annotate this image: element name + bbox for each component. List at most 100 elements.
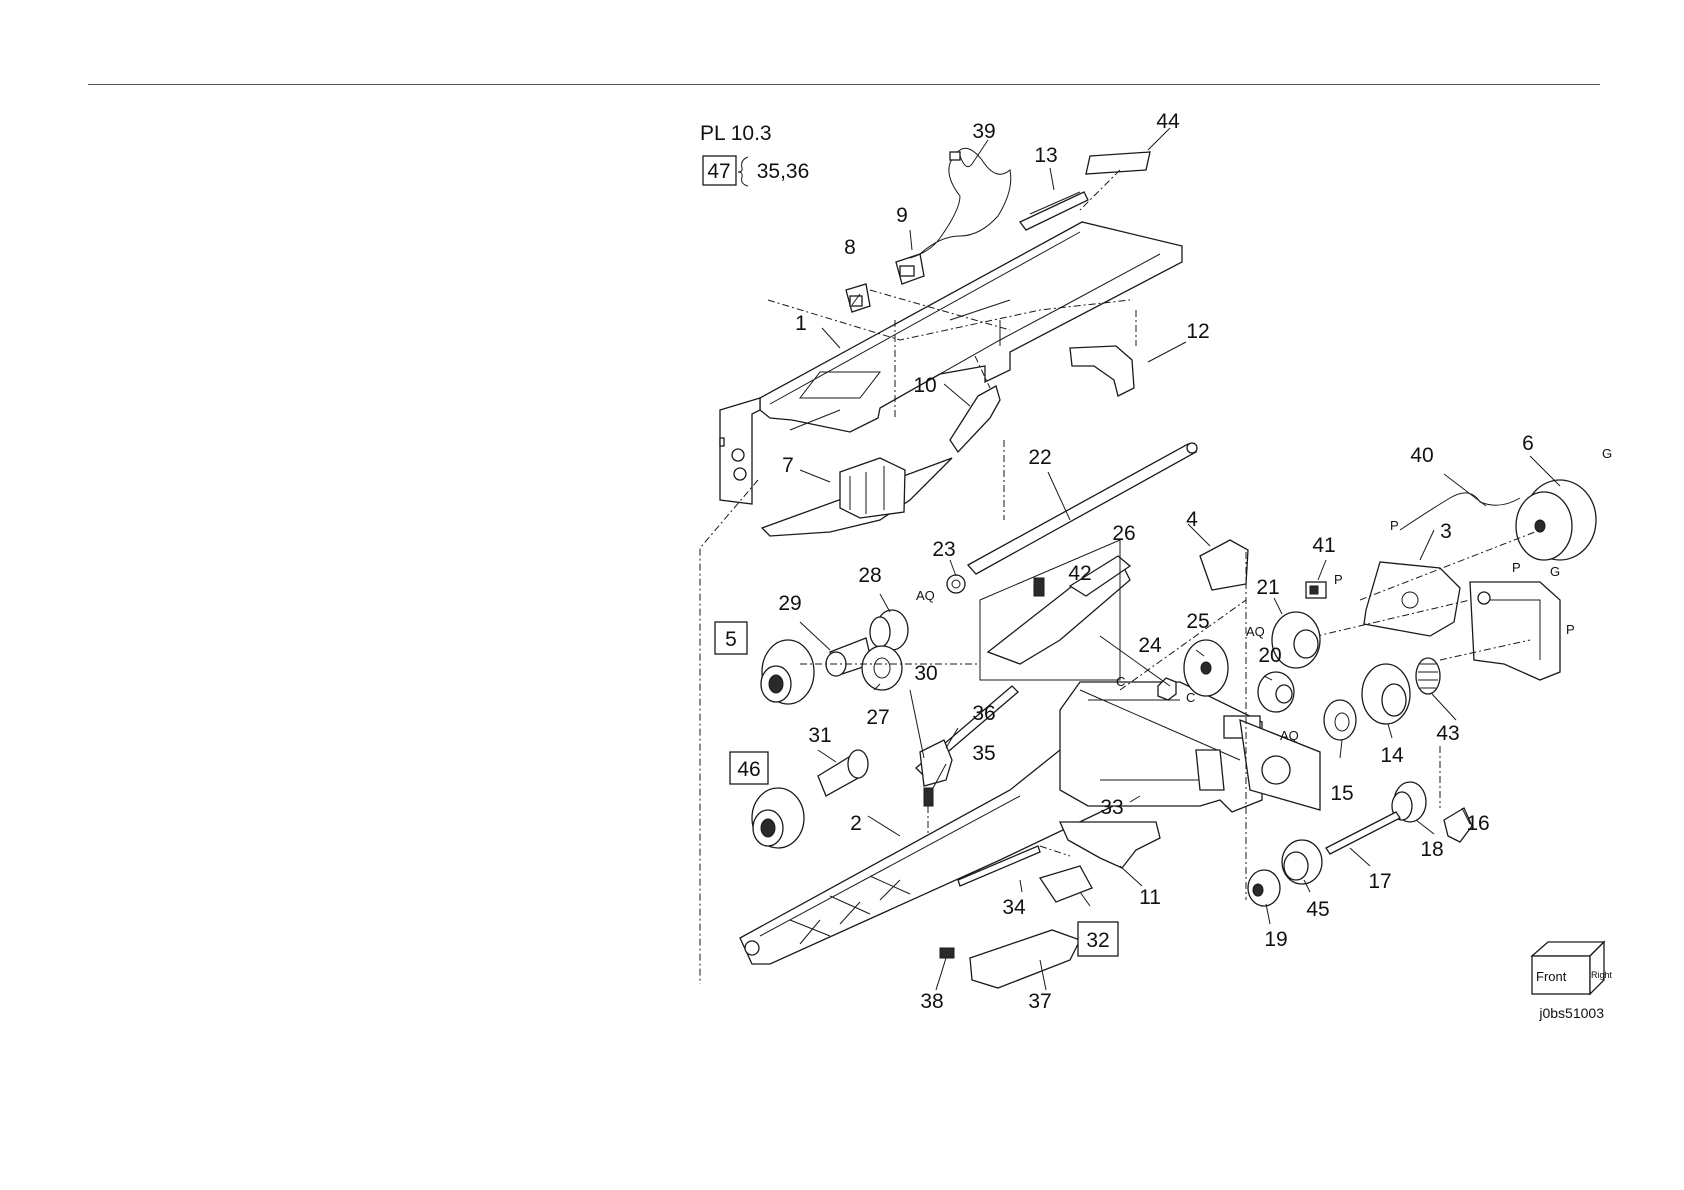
callout-21: 21 — [1256, 576, 1279, 599]
ref-aq-1: AQ — [916, 588, 935, 603]
callout-35: 35 — [972, 742, 995, 765]
part-37-stopper — [970, 930, 1080, 988]
callout-27: 27 — [866, 706, 889, 729]
callout-34: 34 — [1002, 896, 1026, 919]
callout-28: 28 — [858, 564, 881, 587]
callout-19: 19 — [1264, 928, 1287, 951]
part-31-roller — [818, 750, 868, 796]
part-25-pulley — [1184, 640, 1228, 696]
part-41-bearing — [1306, 582, 1326, 598]
part-40-harness — [1400, 493, 1520, 530]
callout-20: 20 — [1258, 644, 1281, 667]
callout-40: 40 — [1410, 444, 1433, 467]
callout-2: 2 — [850, 812, 862, 835]
callout-38: 38 — [920, 990, 943, 1013]
callout-36: 36 — [972, 702, 995, 725]
callout-46: 46 — [737, 758, 760, 781]
ref-p-2: P — [1334, 572, 1343, 587]
part-39-harness — [910, 148, 1011, 258]
callout-32: 32 — [1086, 929, 1109, 952]
callout-8: 8 — [844, 236, 856, 259]
callout-12: 12 — [1186, 320, 1209, 343]
part-6-motor — [1516, 480, 1596, 560]
part-19-roller — [1248, 870, 1280, 906]
callout-15: 15 — [1330, 782, 1353, 805]
callout-26: 26 — [1112, 522, 1135, 545]
callout-29: 29 — [778, 592, 801, 615]
motor-bracket — [1470, 582, 1560, 680]
part-22-shaft — [968, 443, 1197, 574]
part-11-bracket — [1060, 822, 1160, 868]
ref-aq-2: AQ — [1246, 624, 1265, 639]
callout-14: 14 — [1380, 744, 1404, 767]
ref-p-3: P — [1512, 560, 1521, 575]
part-35-spring — [924, 788, 933, 806]
part-39-connector — [950, 152, 960, 160]
callout-33: 33 — [1100, 796, 1123, 819]
part-44-label — [1086, 152, 1150, 174]
callout-13: 13 — [1034, 144, 1057, 167]
part-4-bracket — [1200, 540, 1248, 590]
callout-45: 45 — [1306, 898, 1329, 921]
callout-25: 25 — [1186, 610, 1209, 633]
kit-contents: 35,36 — [757, 160, 810, 183]
part-26-holder — [980, 540, 1130, 680]
ref-c-2: C — [1186, 690, 1195, 705]
part-23-bushing — [947, 575, 965, 593]
figure-id: j0bs51003 — [1538, 1005, 1604, 1021]
part-45-roller — [1282, 840, 1322, 884]
callout-44: 44 — [1156, 110, 1180, 133]
part-43-gear — [1416, 658, 1440, 694]
callout-10: 10 — [913, 374, 936, 397]
callout-3: 3 — [1440, 520, 1452, 543]
orientation-front: Front — [1536, 969, 1567, 984]
callout-30: 30 — [914, 662, 937, 685]
part-17-shaft — [1326, 812, 1400, 854]
ref-p-1: P — [1390, 518, 1399, 533]
part-8-sensor — [846, 284, 870, 312]
part-15-clutch — [1324, 700, 1356, 740]
callout-17: 17 — [1368, 870, 1391, 893]
part-3-bracket — [1364, 562, 1460, 636]
callout-37: 37 — [1028, 990, 1051, 1013]
part-12-bracket — [1070, 346, 1134, 396]
plate-label: PL 10.3 — [700, 122, 772, 145]
ref-aq-3: AQ — [1280, 728, 1299, 743]
ref-g-1: G — [1602, 446, 1612, 461]
part-5-roller — [761, 640, 814, 704]
orientation-cube: Front Right — [1532, 942, 1613, 994]
callout-42: 42 — [1068, 562, 1091, 585]
ref-g-2: G — [1550, 564, 1560, 579]
callout-24: 24 — [1138, 634, 1162, 657]
callout-18: 18 — [1420, 838, 1443, 861]
part-46-roller — [752, 788, 804, 848]
callout-1: 1 — [795, 312, 807, 335]
part-38-spring — [940, 948, 954, 958]
part-27-roller — [862, 646, 902, 690]
part-42-spring — [1034, 578, 1044, 596]
callout-23: 23 — [932, 538, 955, 561]
part-24-bushing — [1158, 678, 1176, 700]
kit-brace — [738, 157, 748, 186]
part-14-gear — [1362, 664, 1410, 724]
callout-7: 7 — [782, 454, 794, 477]
callout-16: 16 — [1466, 812, 1489, 835]
ref-c-1: C — [1116, 674, 1125, 689]
part-9-sensor — [896, 254, 924, 284]
part-28-roller — [870, 610, 908, 650]
callout-4: 4 — [1186, 508, 1198, 531]
callout-39: 39 — [972, 120, 995, 143]
callout-11: 11 — [1139, 886, 1161, 909]
part-20-gear — [1258, 672, 1294, 712]
callout-9: 9 — [896, 204, 908, 227]
callout-22: 22 — [1028, 446, 1051, 469]
callout-43: 43 — [1436, 722, 1459, 745]
callout-41: 41 — [1312, 534, 1335, 557]
callout-31: 31 — [808, 724, 831, 747]
part-32-cover — [1040, 866, 1092, 902]
callout-5: 5 — [725, 628, 737, 651]
orientation-right: Right — [1591, 970, 1613, 980]
ref-p-4: P — [1566, 622, 1575, 637]
callout-6: 6 — [1522, 432, 1534, 455]
